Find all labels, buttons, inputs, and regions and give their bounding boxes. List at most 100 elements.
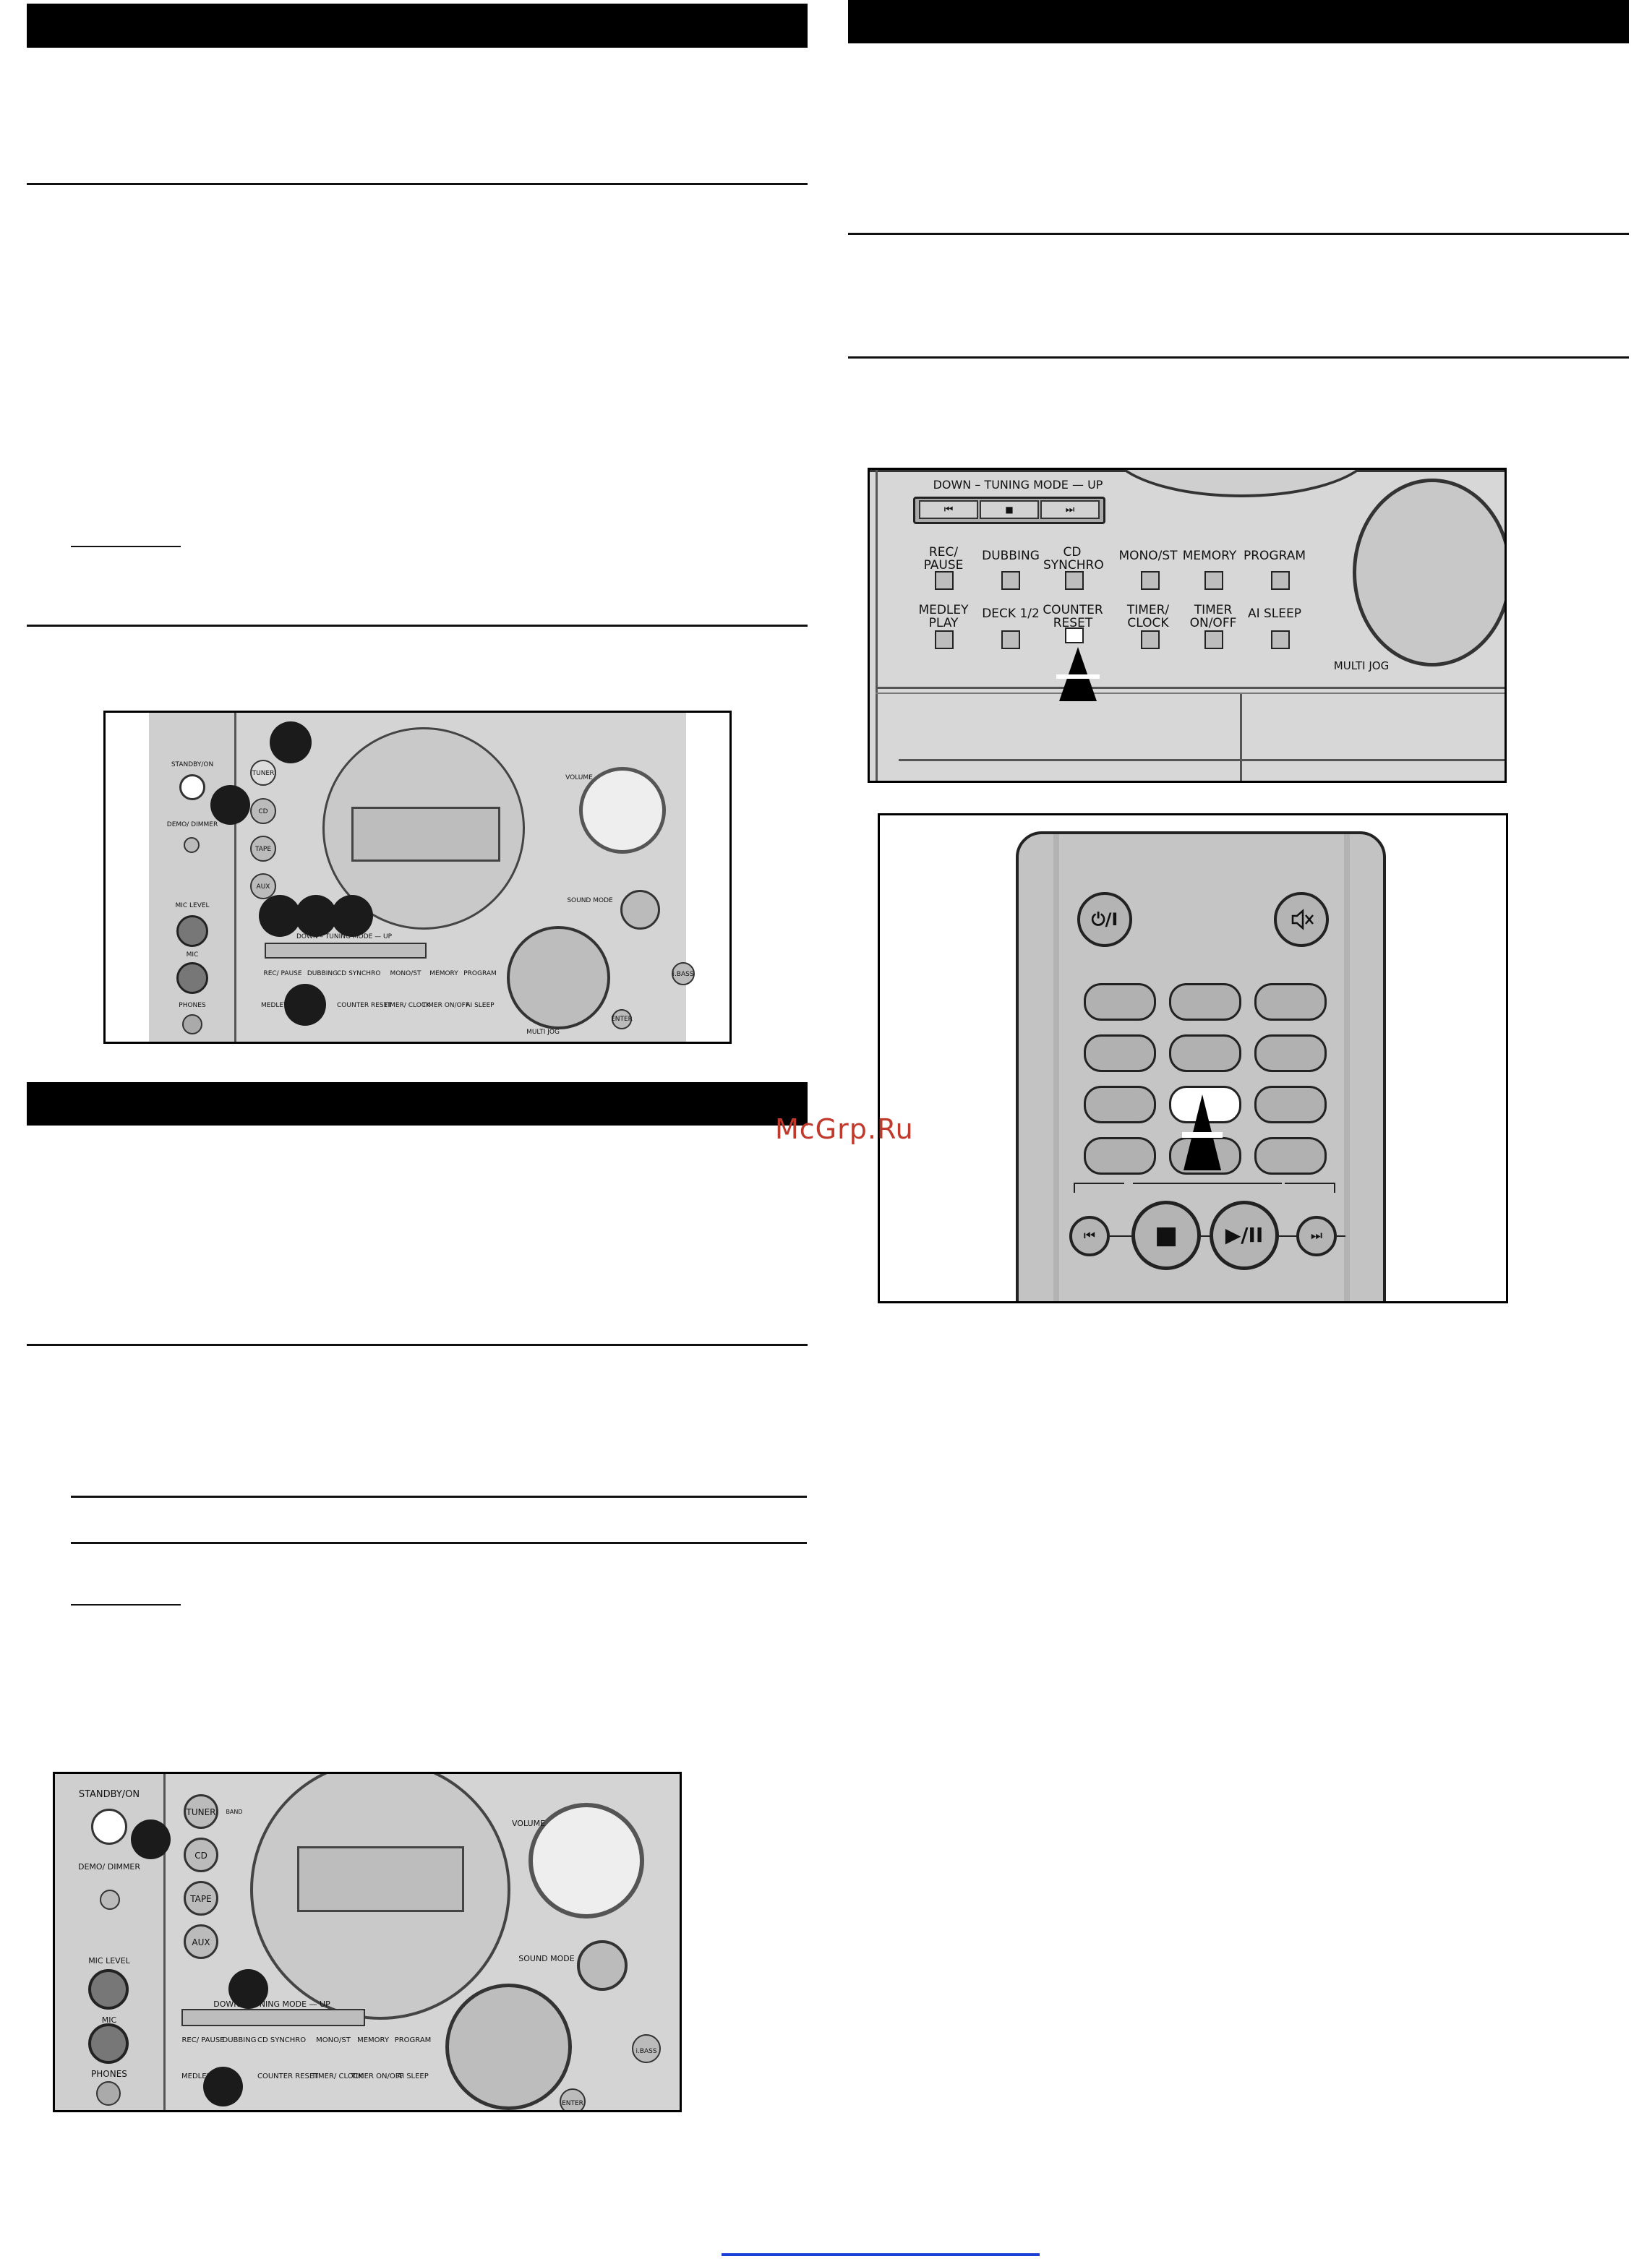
aux-button[interactable] <box>250 873 276 899</box>
mute-icon <box>1291 909 1314 930</box>
enter-button[interactable] <box>560 2088 586 2110</box>
keypad-button[interactable] <box>1254 983 1327 1021</box>
phones-jack[interactable] <box>96 2081 121 2106</box>
keypad-button[interactable] <box>1169 983 1241 1021</box>
pointer-arrow-icon <box>1056 647 1100 701</box>
enter-label: ENTER <box>562 2100 583 2107</box>
sound-mode-knob[interactable] <box>620 890 660 930</box>
step-callout <box>259 895 301 937</box>
multi-jog-label: MULTI JOG <box>526 1029 560 1036</box>
timer-clock-button[interactable] <box>1141 630 1160 649</box>
mic-level-knob[interactable] <box>176 915 208 947</box>
counter-reset-button[interactable] <box>1065 627 1084 643</box>
ai-sleep-button[interactable] <box>1271 630 1290 649</box>
mute-button[interactable] <box>1274 892 1329 947</box>
memory-button[interactable] <box>1204 571 1223 590</box>
tuning-up-button[interactable]: ⏭ <box>1040 500 1100 519</box>
keypad-button[interactable] <box>1254 1034 1327 1072</box>
mic-level-label: MIC LEVEL <box>88 1956 130 1966</box>
standby-label: STANDBY/ON <box>171 761 214 768</box>
demo-dimmer-button[interactable] <box>184 837 200 853</box>
volume-label: VOLUME <box>511 1819 546 1828</box>
tape-button[interactable] <box>184 1881 218 1916</box>
program-label: PROGRAM <box>394 2036 432 2044</box>
top-arc <box>1108 470 1374 497</box>
keypad-button[interactable] <box>1084 1034 1156 1072</box>
rec-pause-button[interactable] <box>935 571 954 590</box>
phones-jack[interactable] <box>182 1014 202 1034</box>
multi-jog-dial[interactable] <box>445 1984 572 2110</box>
deck-button[interactable] <box>1001 630 1020 649</box>
cd-button[interactable] <box>250 798 276 824</box>
keypad-button[interactable] <box>1254 1137 1327 1175</box>
divider-rule <box>71 1496 807 1498</box>
enter-label: ENTER <box>611 1016 633 1023</box>
mic-jack[interactable] <box>176 962 208 994</box>
keypad-button[interactable] <box>1084 1086 1156 1123</box>
timer-clock-label: TIMER/ CLOCK <box>384 1002 430 1009</box>
ibass-button[interactable] <box>632 2034 661 2063</box>
pointer-arrow-icon <box>1182 1094 1223 1170</box>
bottom-link-bar <box>722 2253 1040 2256</box>
timer-onoff-button[interactable] <box>1204 630 1223 649</box>
front-panel: STANDBY/ON DEMO/ DIMMER MIC LEVEL MIC PH… <box>149 713 695 1042</box>
next-button[interactable]: ⏭ <box>1296 1216 1337 1256</box>
standby-button[interactable] <box>179 774 205 800</box>
counter-reset-label: COUNTER RESET <box>1043 603 1103 630</box>
enter-button[interactable] <box>612 1009 632 1029</box>
tuning-down-button[interactable]: ⏮ <box>919 500 978 519</box>
front-panel-figure-1: STANDBY/ON DEMO/ DIMMER MIC LEVEL MIC PH… <box>103 711 732 1044</box>
ibass-label: i.BASS <box>635 2048 657 2055</box>
standby-label: STANDBY/ON <box>78 1789 140 1800</box>
ibass-button[interactable] <box>672 962 695 985</box>
keypad-button[interactable] <box>1254 1086 1327 1123</box>
ai-sleep-label: AI SLEEP <box>1247 606 1302 621</box>
step-callout <box>228 1969 268 2009</box>
tuning-buttons[interactable] <box>265 943 427 959</box>
tape-button[interactable] <box>250 836 276 862</box>
volume-knob[interactable] <box>579 767 666 854</box>
stop-button[interactable]: ■ <box>1131 1201 1201 1270</box>
step-callout <box>295 895 337 937</box>
demo-dimmer-button[interactable] <box>100 1890 120 1910</box>
aux-button[interactable] <box>184 1924 218 1959</box>
keypad-button[interactable] <box>1084 983 1156 1021</box>
step-callout <box>270 721 312 763</box>
divider-rule <box>848 233 1629 235</box>
program-button[interactable] <box>1271 571 1290 590</box>
mic-level-knob[interactable] <box>88 1969 129 2010</box>
sound-mode-knob[interactable] <box>577 1940 628 1991</box>
divider-rule <box>27 1344 808 1346</box>
prev-button[interactable]: ⏮ <box>1069 1216 1110 1256</box>
keypad-button[interactable] <box>1169 1034 1241 1072</box>
mono-st-button[interactable] <box>1141 571 1160 590</box>
demo-dimmer-label: DEMO/ DIMMER <box>77 1862 141 1872</box>
aux-label: AUX <box>192 1937 210 1947</box>
medley-play-button[interactable] <box>935 630 954 649</box>
dubbing-label: DUBBING <box>982 549 1040 563</box>
medley-play-label: MEDLEY PLAY <box>918 603 969 630</box>
standby-button[interactable] <box>91 1809 127 1845</box>
rec-pause-label: REC/ PAUSE <box>923 545 964 573</box>
section-header-bar-3 <box>848 0 1629 43</box>
volume-knob[interactable] <box>528 1803 644 1919</box>
tuning-stop-button[interactable]: ■ <box>980 500 1039 519</box>
multi-jog-dial[interactable] <box>507 926 610 1029</box>
tuning-buttons[interactable] <box>181 2009 365 2026</box>
mic-jack[interactable] <box>88 2023 129 2064</box>
cd-synchro-button[interactable] <box>1065 571 1084 590</box>
phones-label: PHONES <box>179 1002 206 1009</box>
multi-jog-dial[interactable] <box>1353 479 1505 666</box>
note-underline <box>71 1604 181 1606</box>
tuner-button[interactable] <box>184 1794 218 1829</box>
power-button[interactable]: ⏻/I <box>1077 892 1132 947</box>
dubbing-button[interactable] <box>1001 571 1020 590</box>
rec-pause-label: REC/ PAUSE <box>263 970 302 977</box>
memory-label: MEMORY <box>1182 549 1237 563</box>
keypad-button[interactable] <box>1084 1137 1156 1175</box>
band-label: BAND <box>226 1809 243 1815</box>
cd-button[interactable] <box>184 1838 218 1872</box>
section-header-bar-1 <box>27 4 808 48</box>
play-pause-button[interactable]: ▶/II <box>1210 1201 1279 1270</box>
tuner-button[interactable] <box>250 760 276 786</box>
